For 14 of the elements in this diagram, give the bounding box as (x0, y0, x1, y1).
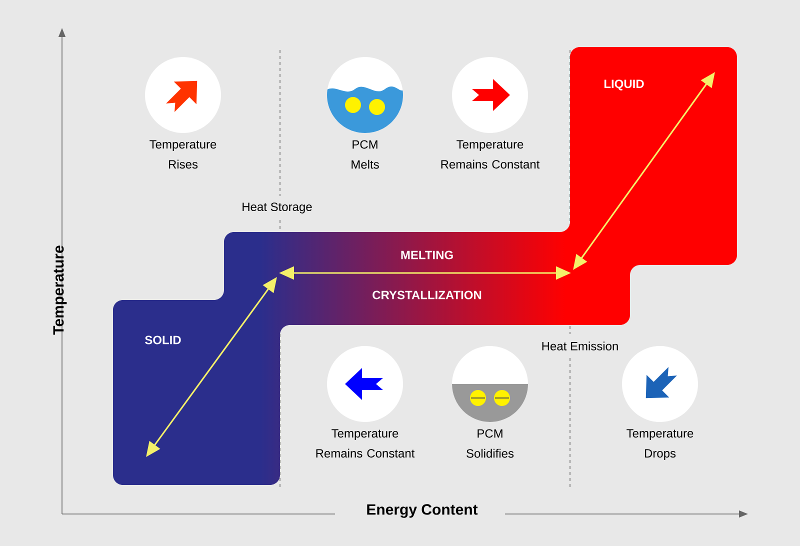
phase-label: SOLID (145, 336, 181, 344)
annotation-text: Heat Storage (242, 202, 312, 214)
axis-label: Energy Content (367, 504, 478, 518)
icon-caption: Temperature Drops (626, 429, 694, 460)
phase-label: LIQUID (604, 80, 644, 90)
phase-label: CRYSTALLIZATION (372, 290, 482, 300)
icon-caption: Temperature Rises (150, 140, 216, 169)
icon-caption: PCM Solidifies (466, 429, 514, 458)
phase-label: MELTING (401, 250, 453, 260)
icon-caption: Temperature Remains Constant (316, 429, 415, 458)
axis-label: Temperature (53, 246, 67, 335)
annotation-text: Heat Emission (542, 342, 618, 350)
icon-caption: Temperature Remains Constant (441, 140, 540, 169)
icon-caption: PCM Melts (352, 140, 379, 169)
